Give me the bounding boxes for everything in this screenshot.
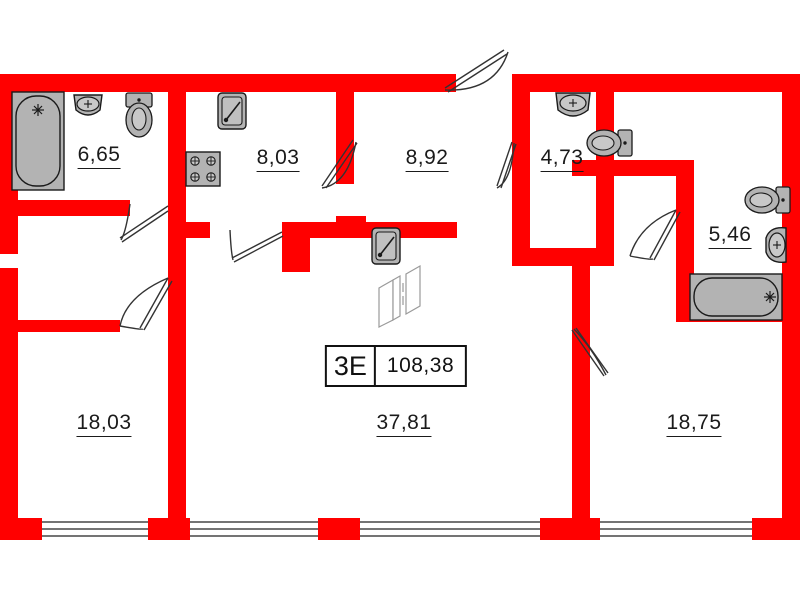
kitchen-sink-top [217, 92, 247, 130]
door-bedroom-middle [496, 141, 517, 189]
bathtub-vertical [11, 91, 65, 191]
washbasin-right [765, 227, 787, 263]
kitchen-sink-center [371, 227, 401, 265]
area-label-living-room: 37,81 [376, 411, 432, 437]
area-label-bathroom-left: 6,65 [77, 143, 121, 169]
window-living-room [190, 521, 540, 537]
toilet-right [744, 186, 791, 214]
window-bedroom-right [600, 521, 752, 537]
toilet-left [125, 92, 153, 138]
apartment-tag: 3Е 108,38 [324, 345, 468, 387]
area-label-kitchen: 8,03 [256, 146, 300, 172]
door-bedroom-left [119, 277, 173, 331]
area-label-hall-right: 4,73 [540, 146, 584, 172]
washbasin-left [73, 94, 103, 116]
door-kitchen [321, 139, 358, 189]
toilet-hall [586, 129, 633, 157]
entrance-door [444, 49, 509, 93]
washbasin-hall [555, 92, 591, 117]
folding-partition [378, 264, 421, 328]
door-bathroom-right [629, 209, 681, 261]
area-label-bedroom-middle: 8,92 [405, 146, 449, 172]
bathtub-horizontal [689, 273, 783, 321]
door-bathroom-left [119, 203, 169, 243]
area-label-bathroom-right: 5,46 [708, 223, 752, 249]
window-bedroom-left [42, 521, 148, 537]
door-kitchen-hall [229, 229, 284, 263]
stove [185, 151, 221, 187]
apartment-room-count: 3Е [327, 347, 376, 385]
area-label-bedroom-right: 18,75 [666, 411, 722, 437]
area-label-bedroom-left: 18,03 [76, 411, 132, 437]
apartment-total-area: 108,38 [386, 354, 455, 377]
door-bedroom-right [571, 327, 609, 377]
